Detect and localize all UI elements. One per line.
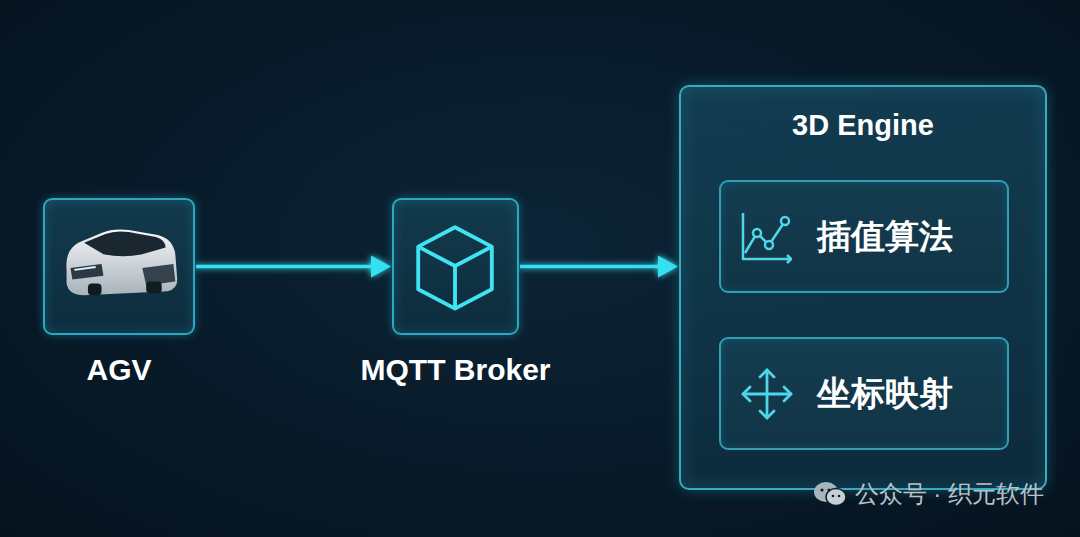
flow-arrow bbox=[520, 256, 678, 278]
chart-icon bbox=[739, 209, 795, 265]
wechat-icon bbox=[813, 480, 847, 508]
module-label: 插值算法 bbox=[817, 214, 953, 260]
module-label: 坐标映射 bbox=[817, 371, 953, 417]
agv-illustration bbox=[45, 200, 193, 333]
engine-panel: 3D Engine 插值算法坐标映射 bbox=[679, 85, 1047, 490]
module-box: 插值算法 bbox=[719, 180, 1009, 293]
icon-frame bbox=[392, 198, 519, 335]
icon-frame bbox=[43, 198, 195, 335]
node-label: MQTT Broker bbox=[360, 353, 550, 387]
flow-arrow bbox=[196, 256, 391, 278]
module-box: 坐标映射 bbox=[719, 337, 1009, 450]
watermark-text: 公众号 · 织元软件 bbox=[855, 478, 1044, 510]
node-label: AGV bbox=[86, 353, 151, 387]
move-arrows-icon bbox=[739, 366, 795, 422]
device-node: MQTT Broker bbox=[392, 198, 519, 335]
watermark: 公众号 · 织元软件 bbox=[813, 478, 1044, 510]
panel-title: 3D Engine bbox=[681, 109, 1045, 142]
cube-icon bbox=[394, 200, 517, 333]
device-node: AGV bbox=[43, 198, 195, 335]
